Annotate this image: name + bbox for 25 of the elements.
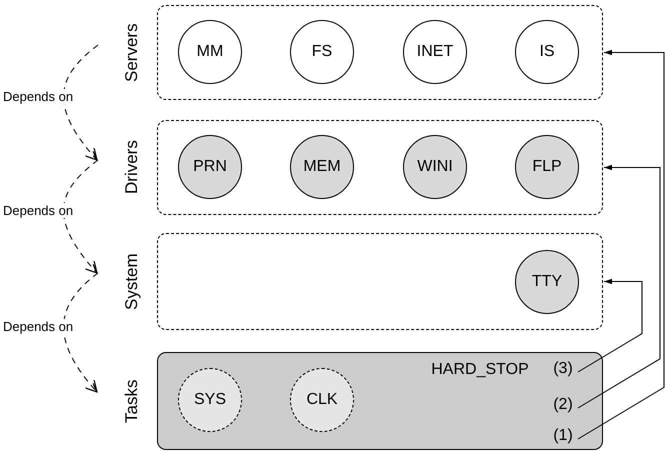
edge-label: Depends on (2, 202, 74, 218)
group-title: Servers (122, 22, 142, 84)
edge-label: Depends on (2, 318, 74, 334)
process-circle: FLP (515, 135, 579, 199)
process-circle: TTY (515, 250, 579, 314)
group-title: Tasks (122, 378, 142, 425)
process-circle: INET (403, 20, 467, 84)
text-label: (3) (550, 358, 576, 380)
arrow (578, 164, 660, 408)
arrow (578, 278, 642, 372)
text-label: (1) (550, 425, 576, 447)
process-circle: WINI (403, 135, 467, 199)
process-circle: IS (515, 20, 579, 84)
edge-label: Depends on (2, 88, 74, 104)
dashed-circle: SYS (178, 368, 242, 432)
group-title: System (122, 252, 142, 312)
process-circle: MM (178, 20, 242, 84)
dashed-circle: CLK (290, 368, 354, 432)
group-title: Drivers (122, 140, 142, 196)
process-circle: PRN (178, 135, 242, 199)
text-label: HARD_STOP (420, 359, 540, 381)
process-circle: FS (290, 20, 354, 84)
arrow (578, 50, 664, 440)
text-label: (2) (550, 394, 576, 416)
process-circle: MEM (290, 135, 354, 199)
